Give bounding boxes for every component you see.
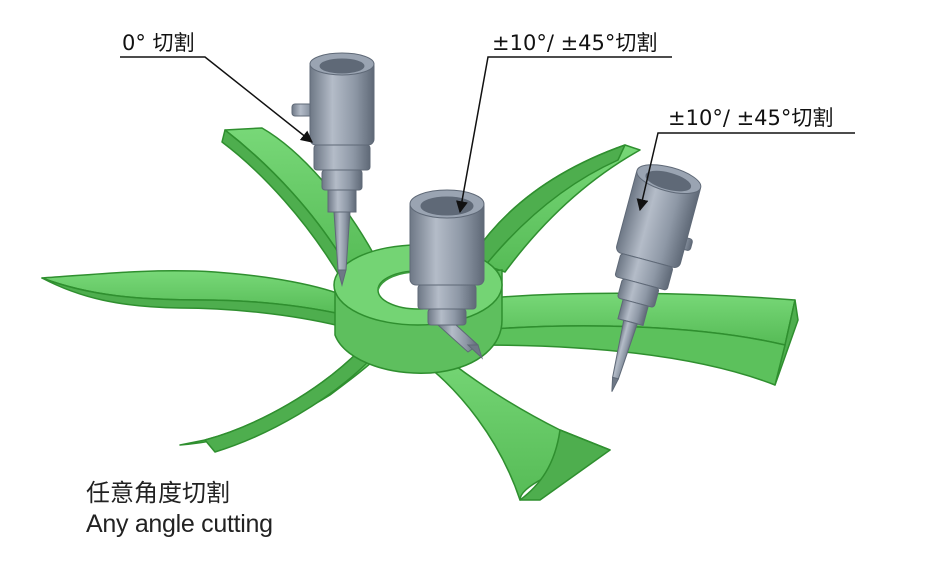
leader-right [636, 132, 855, 212]
leader-lines [120, 56, 855, 214]
blade-right-underside [479, 325, 786, 386]
blade-bottom-left-thickness [204, 349, 371, 453]
callout-middle-label: ±10°/ ±45°切割 [492, 31, 658, 55]
impeller-blades [41, 127, 799, 501]
caption-english: Any angle cutting [86, 510, 273, 538]
caption: 任意角度切割 Any angle cutting [86, 478, 273, 540]
leader-left [120, 56, 313, 143]
cutting-head-right [611, 164, 702, 392]
leader-middle [456, 56, 672, 214]
cutting-head-left [291, 52, 375, 287]
callout-left-label: 0° 切割 [122, 31, 195, 55]
cutting-head-middle [409, 189, 485, 360]
caption-chinese: 任意角度切割 [86, 479, 230, 507]
blade-top-thickness [469, 144, 626, 273]
blade-bottom-right-thickness [519, 429, 611, 501]
callout-right-label: ±10°/ ±45°切割 [668, 106, 834, 130]
